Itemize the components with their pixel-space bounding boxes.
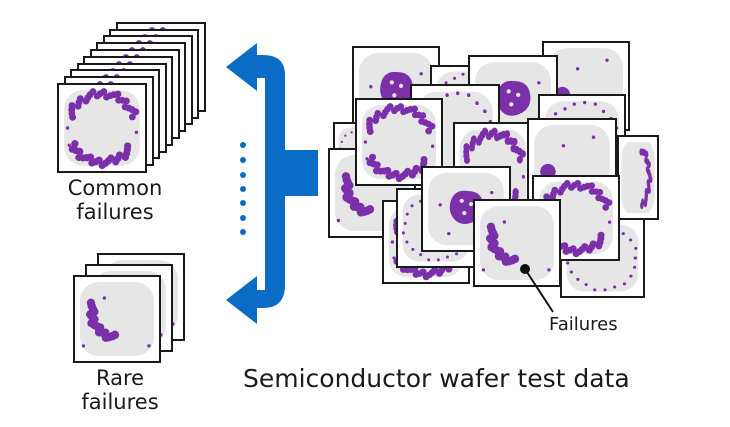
common-label-line1: Common [67,176,163,200]
pointer-line [524,268,554,313]
common-failure-wafer [57,83,147,173]
rare-failure-wafer [73,275,161,363]
rare-failures-label: Rare failures [70,366,170,414]
arrow-head-top [226,43,257,91]
common-failures-label: Common failures [60,176,170,224]
rare-label-line2: failures [81,390,159,415]
rare-label-line1: Rare [95,366,145,390]
wafer-map-edge-arc [473,199,561,287]
failures-callout-label: Failures [549,314,618,335]
arrow-head-bottom [226,276,257,324]
common-label-line2: failures [76,200,154,225]
arrow-bracket [255,55,318,308]
dataset-title: Semiconductor wafer test data [243,364,630,393]
ellipsis-dots-icon [240,142,246,235]
